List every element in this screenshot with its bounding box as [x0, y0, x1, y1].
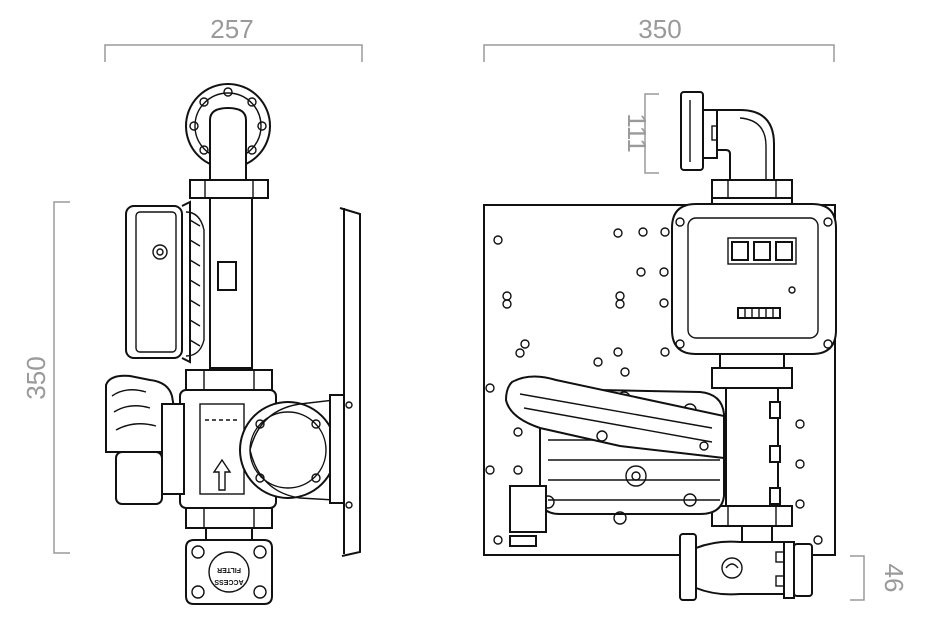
- reset-knob-icon: [788, 286, 796, 294]
- wall-bracket: [339, 207, 361, 557]
- bottom-height-label: 46: [879, 564, 909, 593]
- pump-motor: [239, 401, 337, 499]
- motor-arm: [504, 375, 725, 460]
- upper-flange: [189, 179, 269, 199]
- filter-housing: [185, 539, 273, 605]
- filter-label-line1: FILTER: [217, 566, 241, 573]
- top-height-dimension: [644, 93, 659, 174]
- back-plate: [483, 204, 836, 556]
- side-view: FILTER ACCESS: [105, 83, 361, 605]
- meter-display-housing: [671, 203, 837, 355]
- plate-holes: [485, 210, 823, 545]
- meter-head: [125, 205, 183, 359]
- digit-window-2: [753, 241, 771, 261]
- digit-window-3: [775, 241, 793, 261]
- right-width-dimension: [483, 44, 835, 62]
- left-height-label: 350: [21, 356, 51, 399]
- filter-label-line2: ACCESS: [214, 578, 244, 585]
- outlet-flange: [679, 533, 697, 601]
- right-width-label: 350: [638, 14, 681, 44]
- bottom-height-dimension: [850, 555, 865, 601]
- digit-window-1: [731, 241, 749, 261]
- dimension-lines: 257 350 350 111 46: [21, 14, 909, 601]
- terminal-box: [509, 485, 547, 533]
- left-height-dimension: [53, 201, 70, 554]
- flow-arrow-icon: [212, 458, 232, 491]
- outlet-filter: [695, 540, 785, 596]
- inlet-flange: [680, 91, 704, 171]
- front-view: [483, 91, 837, 601]
- top-height-label: 111: [622, 113, 652, 153]
- left-width-label: 257: [210, 14, 253, 44]
- junction-box: [105, 374, 178, 453]
- left-width-dimension: [104, 44, 363, 62]
